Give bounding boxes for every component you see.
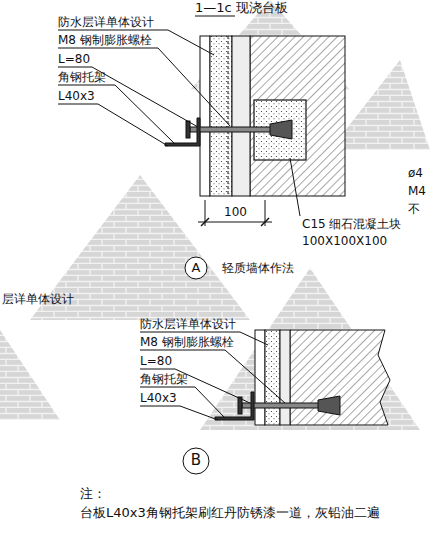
callout-label: M8 钢制膨胀螺栓 xyxy=(140,334,234,350)
note-text: 台板L40x3角钢托架刷红丹防锈漆一道，灰铅油二遍 xyxy=(80,505,380,521)
callout-label: 层详单体设计 xyxy=(2,291,74,307)
cut-label: 不 xyxy=(408,201,420,217)
callout-label: 角钢托架 xyxy=(58,69,106,85)
detail-mark: A xyxy=(185,260,207,276)
callout-label: L40x3 xyxy=(140,390,177,406)
callout-label: L40x3 xyxy=(58,88,95,104)
detail-caption: 轻质墙体作法 xyxy=(222,260,294,276)
detail-mark: B xyxy=(183,452,209,468)
note-heading: 注： xyxy=(80,486,106,502)
dimension: 100X100X100 xyxy=(302,233,387,249)
callout-label: C15 细石混凝土块 xyxy=(302,216,401,232)
callout-label: M8 钢制膨胀螺栓 xyxy=(58,32,152,48)
dimension: 100 xyxy=(224,204,247,220)
watermark xyxy=(0,330,60,420)
detail-b xyxy=(140,330,390,474)
section-title: 1—1c 现浇台板 xyxy=(195,0,288,16)
callout-label: L=80 xyxy=(58,51,90,67)
callout-label: 防水层详单体设计 xyxy=(140,316,236,332)
callout-label: L=80 xyxy=(140,353,172,369)
cut-label: M4 xyxy=(408,183,426,199)
callout-label: 防水层详单体设计 xyxy=(58,14,154,30)
detail-a xyxy=(58,30,345,279)
cut-label: ø4 xyxy=(408,165,423,181)
callout-label: 角钢托架 xyxy=(140,371,188,387)
